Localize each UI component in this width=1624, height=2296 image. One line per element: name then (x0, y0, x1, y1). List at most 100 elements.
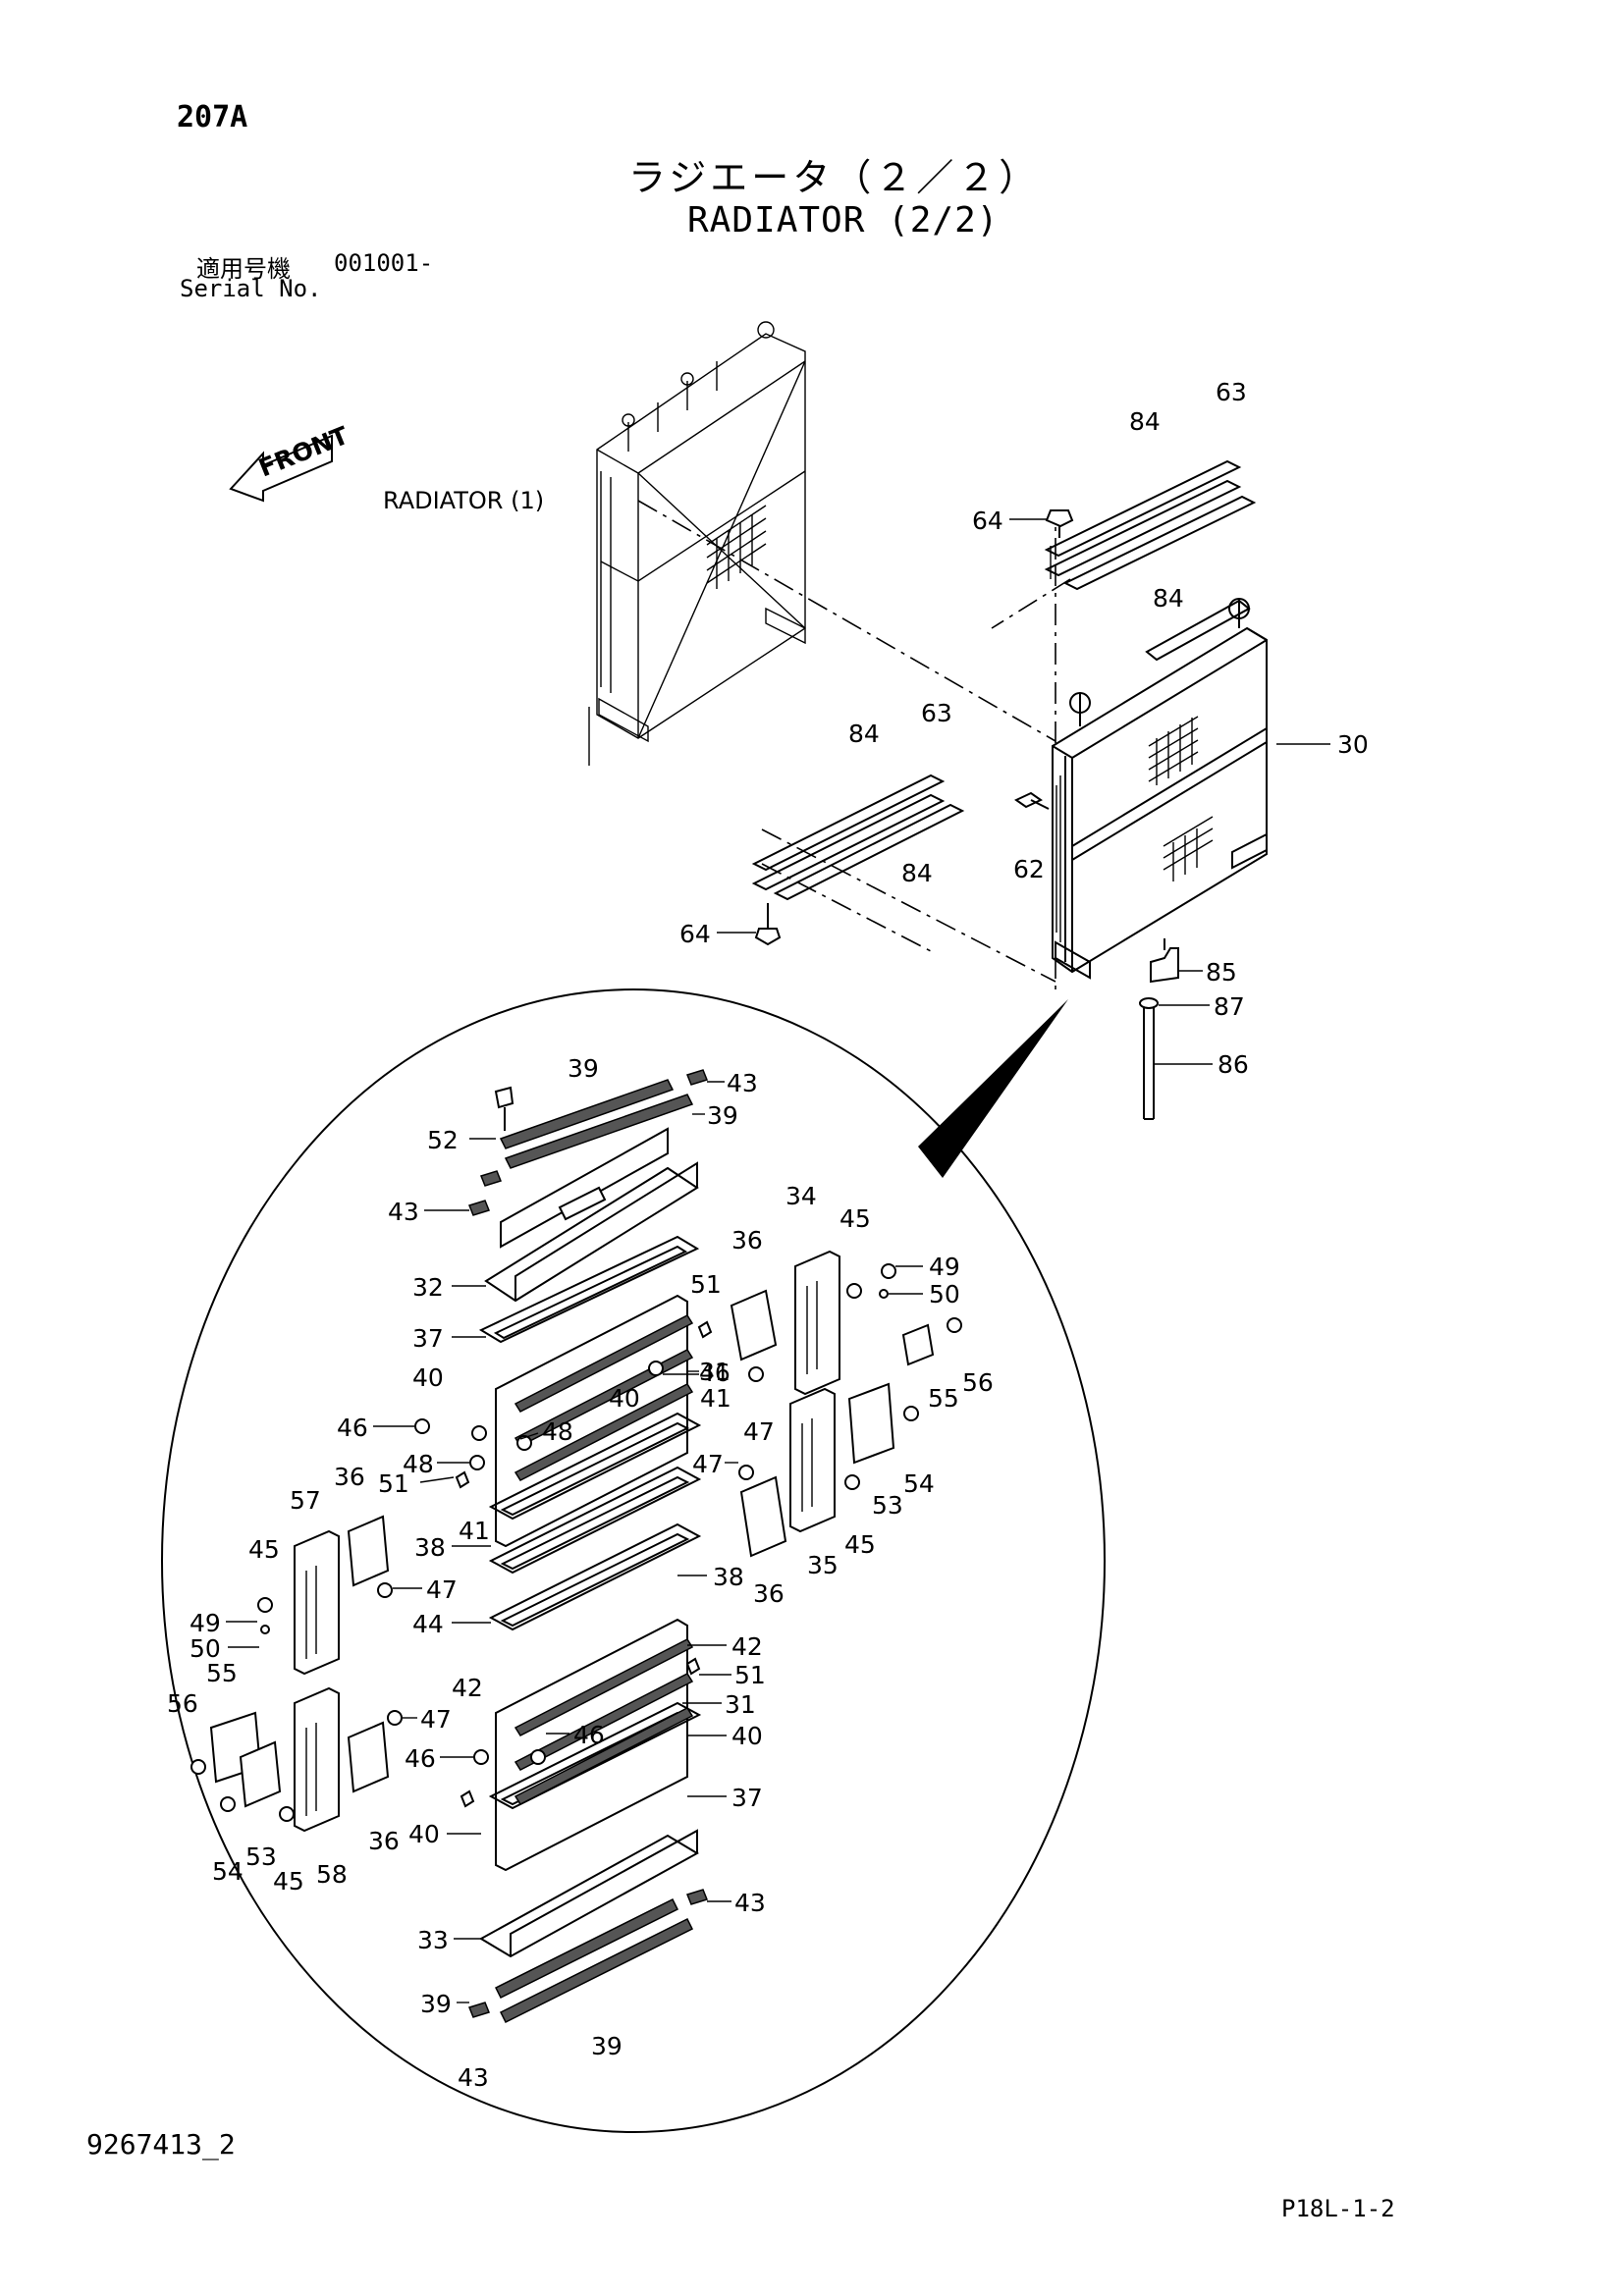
callout-43: 43 (734, 1889, 766, 1917)
callout-58: 58 (316, 1860, 348, 1889)
serial-label-japanese: 適用号機 (196, 255, 291, 283)
radiator-1-assembly (588, 321, 806, 766)
callout-53: 53 (872, 1491, 903, 1520)
callout-40: 40 (412, 1363, 444, 1392)
drawing-number: 9267413_2 (86, 2128, 236, 2161)
callout-39: 39 (420, 1990, 452, 2018)
callout-54: 54 (212, 1857, 244, 1886)
serial-number-value: 001001- (334, 249, 434, 277)
callout-50: 50 (189, 1634, 221, 1663)
callout-85: 85 (1206, 958, 1237, 987)
callout-35: 35 (807, 1551, 839, 1579)
bolt-64-lower (754, 903, 782, 946)
callout-41: 41 (700, 1384, 731, 1413)
bracket-85 (1150, 938, 1179, 984)
callout-38: 38 (713, 1563, 744, 1591)
radiator-2-assembly (1052, 598, 1268, 980)
callout-38: 38 (414, 1533, 446, 1562)
callout-33: 33 (417, 1926, 449, 1954)
callout-84: 84 (1129, 407, 1161, 436)
seal-strip-lower (751, 774, 965, 901)
callout-51: 51 (690, 1270, 722, 1299)
callout-40: 40 (408, 1820, 440, 1848)
callout-55: 55 (206, 1659, 238, 1687)
callout-45: 45 (273, 1867, 304, 1896)
callout-87: 87 (1214, 992, 1245, 1021)
radiator-reference-label: RADIATOR (1) (383, 487, 545, 514)
callout-45: 45 (844, 1530, 876, 1559)
serial-label: Serial No. (180, 275, 322, 302)
callout-31: 31 (699, 1358, 731, 1386)
callout-46: 46 (405, 1744, 436, 1773)
seal-strip-upper (1044, 459, 1257, 591)
callout-51: 51 (378, 1469, 409, 1498)
callout-52: 52 (427, 1126, 459, 1154)
callout-30: 30 (1337, 730, 1369, 759)
callout-49: 49 (929, 1253, 960, 1281)
callout-64: 64 (679, 920, 711, 948)
clip-87 (1139, 997, 1159, 1009)
callout-43: 43 (727, 1069, 758, 1097)
callout-48: 48 (542, 1417, 573, 1446)
callout-51: 51 (734, 1661, 766, 1689)
callout-39: 39 (568, 1054, 599, 1083)
callout-84: 84 (848, 720, 880, 748)
callout-40: 40 (609, 1384, 640, 1413)
detail-view-boundary (161, 988, 1106, 2133)
callout-36: 36 (731, 1226, 763, 1255)
callout-54: 54 (903, 1469, 935, 1498)
callout-45: 45 (248, 1535, 280, 1564)
front-arrow-icon: FRONT (229, 421, 352, 503)
callout-43: 43 (458, 2063, 489, 2092)
callout-31: 31 (725, 1690, 756, 1719)
callout-42: 42 (452, 1674, 483, 1702)
callout-36: 36 (368, 1827, 400, 1855)
callout-47: 47 (426, 1575, 458, 1604)
callout-44: 44 (412, 1610, 444, 1638)
callout-47: 47 (743, 1417, 775, 1446)
callout-84: 84 (1153, 584, 1184, 613)
bolt-62 (1014, 791, 1050, 810)
detail-exploded-parts (190, 1069, 962, 2024)
rod-86 (1143, 1007, 1155, 1120)
callout-48: 48 (403, 1450, 434, 1478)
callout-63: 63 (1216, 378, 1247, 406)
page-title: RADIATOR (2/2) (687, 200, 1000, 240)
callout-36: 36 (334, 1463, 365, 1491)
callout-47: 47 (420, 1705, 452, 1734)
callout-46: 46 (337, 1414, 368, 1442)
callout-46: 46 (573, 1721, 605, 1749)
callout-42: 42 (731, 1632, 763, 1661)
callout-86: 86 (1218, 1050, 1249, 1079)
callout-39: 39 (591, 2032, 623, 2060)
callout-55: 55 (928, 1384, 959, 1413)
callout-37: 37 (412, 1324, 444, 1353)
callout-36: 36 (753, 1579, 785, 1608)
callout-64: 64 (972, 507, 1003, 535)
callout-32: 32 (412, 1273, 444, 1302)
callout-43: 43 (388, 1198, 419, 1226)
callout-40: 40 (731, 1722, 763, 1750)
callout-41: 41 (459, 1517, 490, 1545)
callout-37: 37 (731, 1784, 763, 1812)
callout-63: 63 (921, 699, 952, 727)
page-code: P18L-1-2 (1281, 2195, 1395, 2222)
callout-labels: 30 31 31 32 33 34 35 36 36 36 36 37 37 3… (167, 378, 1369, 2092)
page-title-japanese: ラジエータ（２／２） (628, 156, 1041, 199)
callout-46: 46 (699, 1359, 731, 1387)
callout-50: 50 (929, 1280, 960, 1308)
detail-pointer (918, 999, 1068, 1178)
callout-53: 53 (245, 1842, 277, 1871)
callout-56: 56 (962, 1368, 994, 1397)
page-number: 207A (177, 100, 248, 134)
callout-39: 39 (707, 1101, 738, 1130)
callout-45: 45 (839, 1204, 871, 1233)
callout-49: 49 (189, 1609, 221, 1637)
callout-56: 56 (167, 1689, 198, 1718)
callout-84: 84 (901, 859, 933, 887)
bolt-64-upper (1045, 509, 1074, 538)
callout-47: 47 (692, 1450, 724, 1478)
callout-62: 62 (1013, 855, 1045, 883)
